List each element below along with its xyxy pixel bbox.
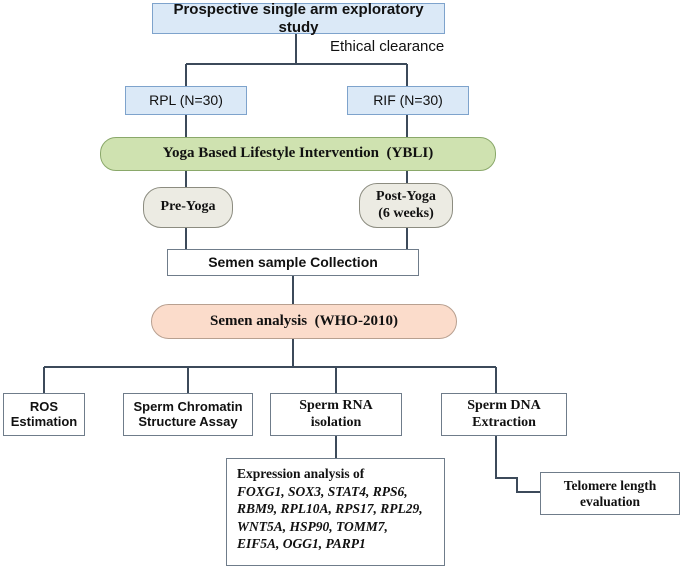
pre-yoga-label: Pre-Yoga <box>160 199 216 215</box>
semen-analysis-box: Semen analysis (WHO-2010) <box>151 304 457 339</box>
expression-heading: Expression analysis of <box>237 466 365 481</box>
rpl-label: RPL (N=30) <box>149 92 223 109</box>
pre-yoga-box: Pre-Yoga <box>143 187 233 228</box>
gene-list-line: RBM9, RPL10A, RPS17, RPL29, <box>237 501 423 517</box>
gene-list-line: WNT5A, HSP90, TOMM7, <box>237 518 388 534</box>
study-design-label: Prospective single arm exploratory study <box>173 1 424 36</box>
ros-label-line2: Estimation <box>10 413 78 429</box>
post-yoga-label-line2: (6 weeks) <box>378 205 434 221</box>
gene-list-line: EIF5A, OGG1, PARP1 <box>237 536 366 552</box>
study-design-box: Prospective single arm exploratory study <box>152 1 445 36</box>
telomere-label-line1: Telomere length <box>563 477 657 493</box>
post-yoga-label-line1: Post-Yoga <box>376 189 436 205</box>
expression-analysis-box: Expression analysis of FOXG1, SOX3, STAT… <box>226 458 445 566</box>
dna-label-line1: Sperm DNA <box>467 398 541 414</box>
dna-extraction-box: Sperm DNA Extraction <box>441 393 567 436</box>
semen-analysis-label: Semen analysis (WHO-2010) <box>210 312 398 329</box>
rna-isolation-box: Sperm RNA isolation <box>270 393 402 436</box>
ybli-label: Yoga Based Lifestyle Intervention (YBLI) <box>162 145 434 162</box>
telomere-box: Telomere length evaluation <box>540 472 680 515</box>
semen-collection-box: Semen sample Collection <box>167 249 419 276</box>
scsa-box: Sperm Chromatin Structure Assay <box>123 393 253 436</box>
post-yoga-box: Post-Yoga (6 weeks) <box>359 183 453 228</box>
scsa-label-line1: Sperm Chromatin <box>133 398 243 414</box>
scsa-label-line2: Structure Assay <box>138 413 238 429</box>
rna-label-line2: isolation <box>310 414 362 430</box>
rna-label-line1: Sperm RNA <box>299 398 373 414</box>
ros-box: ROS Estimation <box>3 393 85 436</box>
semen-collection-label: Semen sample Collection <box>208 254 378 271</box>
ybli-box: Yoga Based Lifestyle Intervention (YBLI) <box>100 137 496 171</box>
rif-box: RIF (N=30) <box>347 86 469 115</box>
telomere-label-line2: evaluation <box>579 493 640 509</box>
dna-label-line2: Extraction <box>472 414 536 430</box>
ros-label-line1: ROS <box>29 398 59 414</box>
gene-list-line: FOXG1, SOX3, STAT4, RPS6, <box>237 483 408 499</box>
ethical-clearance-label: Ethical clearance <box>330 38 445 55</box>
rpl-box: RPL (N=30) <box>125 86 247 115</box>
rif-label: RIF (N=30) <box>373 92 443 109</box>
connector-dna-telomere <box>495 436 540 493</box>
